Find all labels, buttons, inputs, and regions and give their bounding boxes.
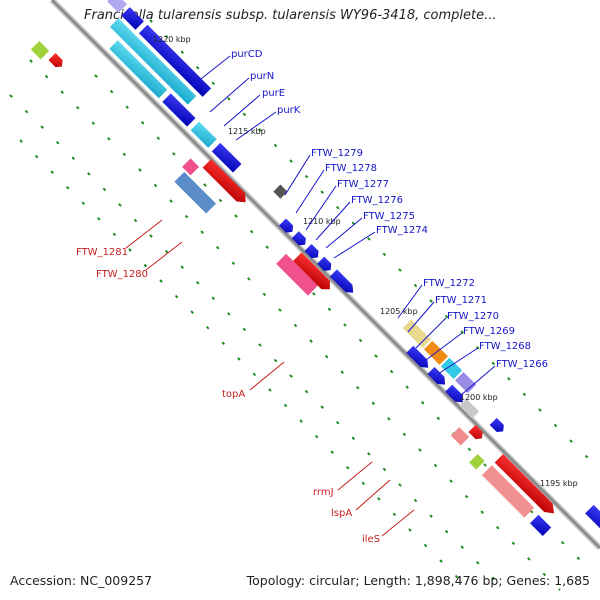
- kbp-label: 1220 kbp: [153, 35, 191, 44]
- gene-label-purCD: purCD: [231, 49, 263, 60]
- gene-FTW_1268: [406, 345, 429, 368]
- gene-label-FTW_1272: FTW_1272: [423, 278, 475, 289]
- gene-lspA: [469, 453, 485, 470]
- gene-label-purN: purN: [250, 71, 274, 82]
- grid-lines: [9, 19, 600, 591]
- gene-label-purK: purK: [277, 105, 301, 116]
- gene-track: [30, 0, 600, 542]
- gene-FTW_1275: [317, 256, 332, 271]
- gene-FTW_1280: [174, 171, 217, 214]
- gene-FTW_1266: [459, 398, 480, 419]
- gene-label-FTW_1278: FTW_1278: [325, 163, 377, 174]
- gene-purCD-upper: [109, 40, 168, 99]
- gene-ileS: [481, 465, 535, 518]
- gene-label-FTW_1271: FTW_1271: [435, 295, 487, 306]
- gene-rrmJ: [450, 427, 470, 446]
- gene-label-purE: purE: [262, 88, 285, 99]
- gene-purCD: [109, 18, 197, 105]
- topology-text: Topology: circular; Length: 1,898,476 bp…: [246, 573, 590, 588]
- map-title: Francisella tularensis subsp. tularensis…: [84, 8, 497, 23]
- gene-label-FTW_1269: FTW_1269: [463, 326, 515, 337]
- gene-FTW_1279: [273, 184, 288, 199]
- gene-FTW_1272: [402, 319, 432, 348]
- gene-label-FTW_1279: FTW_1279: [311, 148, 363, 159]
- backbone: [49, 0, 600, 551]
- kbp-label: 1205 kbp: [380, 307, 418, 316]
- gene-FTW_1269: [455, 371, 477, 394]
- gene-purN: [162, 93, 196, 127]
- gene-label-ileS: ileS: [362, 534, 380, 545]
- kbp-label: 1210 kbp: [303, 217, 341, 226]
- gene-label-FTW_1266: FTW_1266: [496, 359, 548, 370]
- gene-label-FTW_1268: FTW_1268: [479, 341, 531, 352]
- gene-label-FTW_1276: FTW_1276: [351, 195, 403, 206]
- kbp-label: 1195 kbp: [540, 479, 578, 488]
- gene-label-topA: topA: [222, 389, 245, 400]
- gene-FTW_1270: [440, 357, 463, 380]
- gene-label-rrmJ: rrmJ: [313, 487, 334, 498]
- gene-purK: [211, 142, 242, 173]
- kbp-label: 1200 kbp: [460, 393, 498, 402]
- gene-label-lspA: lspA: [331, 508, 352, 519]
- scale-labels: 1220 kbp 1215 kbp 1210 kbp 1205 kbp 1200…: [153, 35, 578, 488]
- red-gene-labels: FTW_1281 FTW_1280 topA rrmJ lspA ileS: [76, 219, 415, 545]
- gene-label-FTW_1277: FTW_1277: [337, 179, 389, 190]
- gene-label-FTW_1270: FTW_1270: [447, 311, 499, 322]
- gene-label-FTW_1280: FTW_1280: [96, 269, 148, 280]
- accession-text: Accession: NC_009257: [10, 573, 153, 588]
- gene-label-FTW_1275: FTW_1275: [363, 211, 415, 222]
- gene-topA: [276, 253, 318, 296]
- gene-label-FTW_1274: FTW_1274: [376, 225, 428, 236]
- gene-label-FTW_1281: FTW_1281: [76, 247, 128, 258]
- gene-FTW_1281: [182, 158, 200, 176]
- kbp-label: 1215 kbp: [228, 127, 266, 136]
- blue-gene-labels: purCD purN purE purK FTW_1279 FTW_1278 F…: [191, 49, 548, 397]
- gene-purE: [190, 121, 217, 148]
- gene-FTW_1274: [329, 269, 354, 293]
